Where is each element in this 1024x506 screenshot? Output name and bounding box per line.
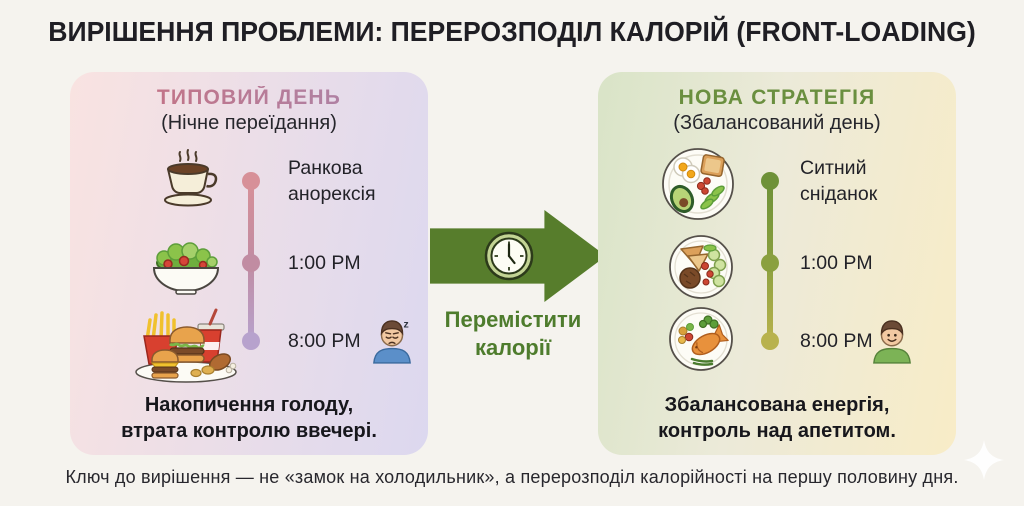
right-timeline-dot-3 — [761, 332, 779, 350]
coffee-icon — [164, 149, 218, 207]
clock-icon — [484, 231, 534, 281]
right-timeline-label-1: Ситний сніданок — [800, 157, 878, 205]
happy-person-icon — [873, 320, 911, 364]
dinner-plate-icon — [669, 307, 733, 371]
left-panel-subtitle: (Нічне переїдання) — [161, 112, 337, 134]
left-timeline-label-1: Ранкова анорексія — [288, 157, 376, 205]
sparkle-icon — [964, 440, 1004, 480]
fastfood-plate-icon — [135, 308, 237, 383]
right-timeline-label-3: 8:00 PM — [800, 330, 873, 352]
salad-bowl-icon — [152, 242, 220, 295]
right-timeline-dot-1 — [761, 172, 779, 190]
typical-day-panel: ТИПОВИЙ ДЕНЬ (Нічне переїдання) — [70, 72, 428, 455]
sleep-z-glyph: z — [403, 319, 408, 331]
right-timeline-dot-2 — [761, 254, 779, 272]
breakfast-plate-icon — [662, 148, 734, 220]
left-timeline-dot-2 — [242, 254, 260, 272]
right-panel-footer: Збалансована енергія, контроль над апети… — [658, 394, 896, 442]
sleepy-person-icon: z — [373, 319, 411, 364]
transfer-arrow-label: Перемістити калорії — [444, 307, 582, 360]
left-panel-title: ТИПОВИЙ ДЕНЬ — [70, 86, 428, 110]
left-timeline-label-2: 1:00 PM — [288, 252, 361, 274]
left-panel-footer: Накопичення голоду, втрата контролю ввеч… — [121, 394, 377, 442]
right-panel-title: НОВА СТРАТЕГІЯ — [678, 86, 876, 109]
left-timeline-dot-1 — [242, 172, 260, 190]
new-strategy-panel: НОВА СТРАТЕГІЯ (Збалансований день) — [598, 72, 956, 455]
right-panel-subtitle: (Збалансований день) — [673, 112, 881, 134]
left-timeline-dot-3 — [242, 332, 260, 350]
left-timeline-label-3: 8:00 PM — [288, 330, 361, 352]
page-title: ВИРІШЕННЯ ПРОБЛЕМИ: ПЕРЕРОЗПОДІЛ КАЛОРІЙ… — [48, 16, 976, 47]
lunch-plate-icon — [669, 235, 733, 299]
right-timeline-label-2: 1:00 PM — [800, 252, 873, 274]
key-takeaway-caption: Ключ до вирішення — не «замок на холодил… — [65, 467, 959, 487]
